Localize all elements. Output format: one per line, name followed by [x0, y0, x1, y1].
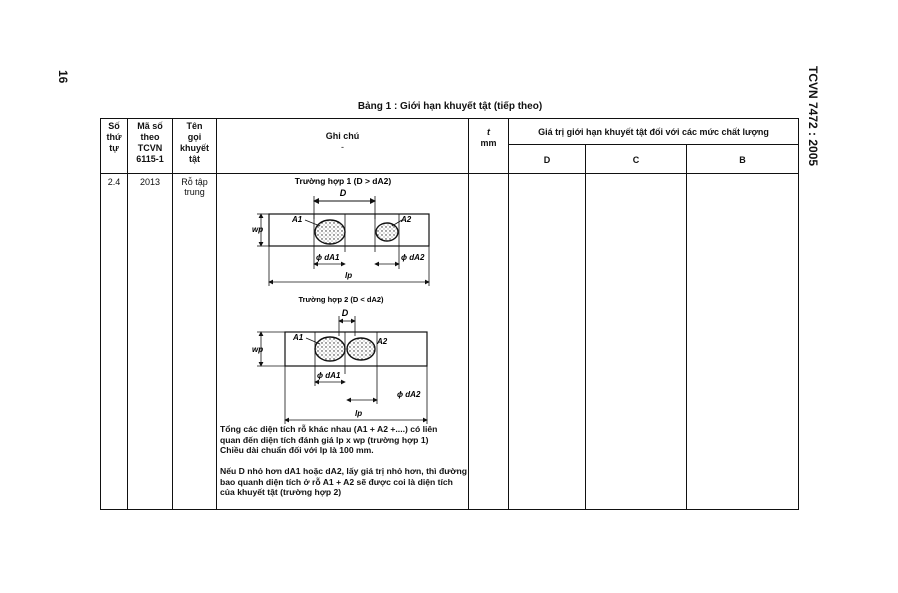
table-caption: Bảng 1 : Giới hạn khuyết tật (tiếp theo)	[357, 101, 543, 112]
case1-pore-a1	[314, 219, 346, 245]
standard-code: TCVN 7472 : 2005	[806, 66, 820, 167]
case2-title: Trường hợp 2 (D < dA2)	[298, 295, 384, 304]
header-quality-limits: Giá trị giới hạn khuyết tật đối với các …	[507, 118, 800, 145]
case2-label-da2: ϕ dA2	[397, 390, 421, 399]
case2-pore-a1	[314, 336, 346, 362]
case2-label-d: D	[342, 308, 349, 318]
row-no: 2.4	[100, 173, 128, 510]
note-paragraph-1: Tổng các diện tích rỗ khác nhau (A1 + A2…	[220, 424, 438, 455]
row-code: 2013	[127, 173, 173, 510]
case2-label-wp: wp	[252, 345, 263, 354]
case1-weld-area	[268, 213, 430, 247]
row-level-b	[685, 173, 800, 510]
row-thickness	[468, 173, 509, 510]
case2-label-a2: A2	[376, 337, 388, 346]
case1-label-a1: A1	[291, 215, 303, 224]
case2-label-da1: ϕ dA1	[317, 371, 341, 380]
header-level-c: C	[585, 144, 687, 174]
header-level-d: D	[508, 144, 586, 174]
case1-label-da2: ϕ dA2	[401, 253, 425, 262]
header-notes: Ghi chú -	[216, 118, 469, 174]
porosity-diagram: Trường hợp 1 (D > dA2) D wp A1 A2	[252, 176, 430, 424]
case1-label-lp: lp	[345, 271, 352, 280]
case2-label-lp: lp	[355, 409, 362, 418]
case1-label-a2: A2	[400, 215, 412, 224]
case2-pore-a2	[346, 337, 376, 361]
case1-pore-a2	[375, 222, 399, 242]
page-number: 16	[56, 70, 70, 84]
case2-weld-area	[284, 331, 428, 367]
note-paragraph-2: Nếu D nhỏ hơn dA1 hoặc dA2, lấy giá trị …	[220, 466, 468, 497]
case2-label-a1: A1	[292, 333, 304, 342]
case1-label-da1: ϕ dA1	[316, 253, 340, 262]
header-thickness: t mm	[468, 118, 509, 174]
row-notes: Trường hợp 1 (D > dA2) D wp A1 A2	[216, 173, 469, 510]
case1-label-d: D	[340, 188, 347, 198]
row-level-c	[585, 173, 687, 510]
case1-title: Trường hợp 1 (D > dA2)	[295, 176, 392, 186]
row-level-d	[508, 173, 586, 510]
header-level-b: B	[685, 144, 800, 174]
case1-label-wp: wp	[252, 225, 263, 234]
